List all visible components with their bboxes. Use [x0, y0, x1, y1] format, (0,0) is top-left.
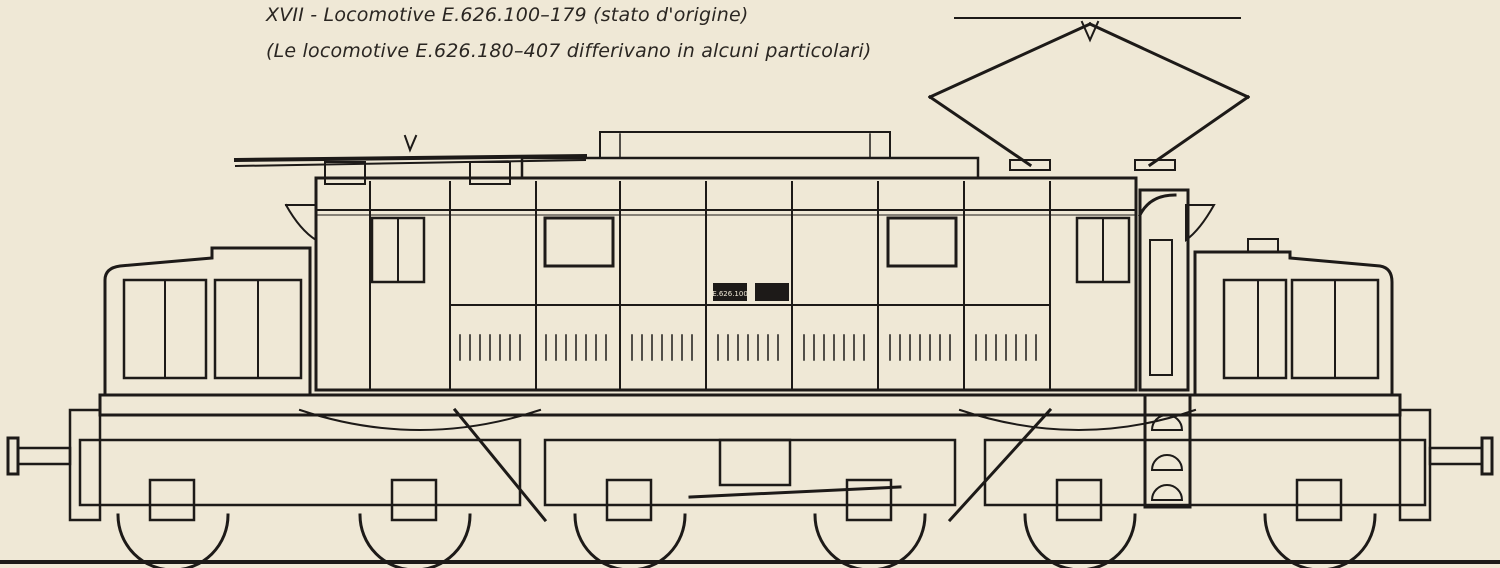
bogie-frames [78, 438, 1427, 507]
pantograph-lowered [233, 134, 588, 185]
number-plate-bg [713, 283, 747, 301]
caption-title: XVII - Locomotive E.626.100–179 (stato d… [266, 4, 749, 26]
louvres [459, 334, 1037, 361]
main-frame [98, 393, 1402, 523]
left-buffer [6, 408, 102, 522]
axle-boxes [148, 478, 1343, 522]
side-ladder [1137, 188, 1192, 509]
pantograph-raised [927, 20, 1251, 171]
right-buffer [1398, 408, 1494, 522]
wheels [116, 513, 1377, 568]
left-hood [103, 203, 317, 397]
builder-plate [755, 283, 789, 301]
number-plate: E.626.100 [712, 290, 748, 298]
roof-equipment [520, 131, 980, 180]
central-body [314, 176, 1138, 392]
caption-subtitle: (Le locomotive E.626.180–407 differivano… [266, 40, 872, 62]
right-hood [1185, 204, 1394, 397]
